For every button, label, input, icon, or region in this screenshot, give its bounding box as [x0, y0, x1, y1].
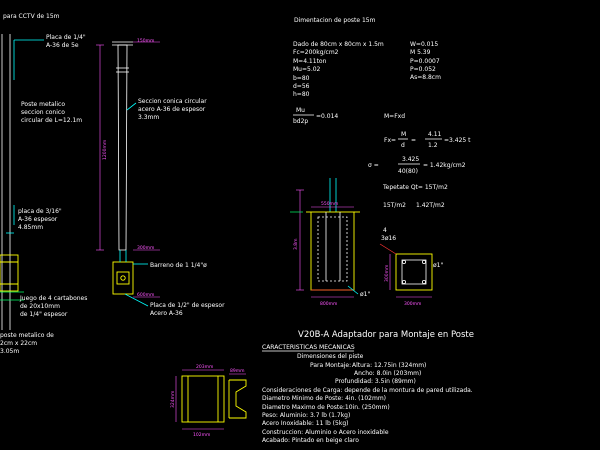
dim-adapter-pole: 102mm — [193, 432, 210, 438]
calc-l5: b=80 — [293, 75, 310, 82]
label-bar-a: ø1" — [360, 291, 370, 298]
dim-plan-height: 300mm — [384, 265, 390, 282]
calc-soil-cmp-b: 1.42T/m2 — [416, 202, 445, 209]
adapter-line7: Acabado: Pintado en beige claro — [262, 437, 359, 444]
label-base-1: poste metalico de — [0, 332, 54, 339]
label-pole-metal: Poste metalico — [21, 101, 65, 108]
dim-section-bottom: 800mm — [320, 301, 337, 307]
adapter-mount-label: Para Montaje: — [310, 362, 351, 369]
calc-l7: h=80 — [293, 91, 310, 98]
center-pole — [96, 41, 160, 298]
adapter-line6: Construccion: Aluminio o Acero inoxidabl… — [262, 429, 389, 436]
dim-adapter-width: 203mm — [196, 364, 213, 370]
calc-soil-cmp-a: 15T/m2 — [383, 202, 406, 209]
calc-soil: Tepetate Qt= 15T/m2 — [382, 184, 448, 191]
title-top-right: Dimentacion de poste 15m — [294, 17, 376, 24]
label-bars-spec: 3ø16 — [381, 235, 396, 242]
calc-fx-den: 1.2 — [428, 142, 438, 149]
calc-r3: P=0.0007 — [410, 58, 440, 65]
label-gusset-2: de 20x10mm — [20, 303, 60, 310]
left-pole — [0, 34, 24, 330]
calc-r2: M 5.39 — [410, 49, 431, 56]
label-plate-316: placa de 3/16" — [18, 208, 62, 215]
label-pole-section: seccion conico — [21, 109, 65, 116]
calc-mu-num: Mu — [296, 107, 305, 114]
dim-plan-width: 300mm — [404, 301, 421, 307]
label-base-3: 3.05m — [0, 348, 19, 355]
calc-fx-lhs: Fx= — [384, 137, 396, 144]
adapter-ancho: Ancho: 8.0in (203mm) — [354, 370, 421, 377]
label-gusset-1: Juego de 4 cartabones — [19, 295, 87, 302]
calc-fx-eq: = — [411, 137, 416, 144]
adapter-line1: Consideraciones de Carga: depende de la … — [262, 387, 473, 394]
adapter-prof: Profundidad: 3.5in (89mm) — [335, 378, 416, 385]
calc-l1: Dado de 80cm x 80cm x 1.5m — [293, 41, 384, 48]
dim-adapter-depth: 89mm — [230, 368, 245, 374]
label-bars-qty: 4 — [383, 227, 387, 234]
dim-150mm: 150mm — [137, 38, 154, 44]
title-top-left: para CCTV de 15m — [3, 13, 60, 20]
dim-pole-height: 1200mm — [102, 140, 108, 160]
adapter-title: V20B-A Adaptador para Montaje en Poste — [298, 330, 474, 340]
label-plate-top: Placa de 1/4" — [46, 34, 86, 41]
label-bar-b: ø1" — [433, 262, 443, 269]
label-conic-3: 3.3mm — [138, 114, 159, 121]
calc-sigma-den: 40(80) — [398, 168, 418, 175]
calc-sigma-num: 3.425 — [402, 156, 419, 163]
dim-adapter-height: 324mm — [170, 391, 176, 408]
adapter-line3: Diametro Maximo de Poste:10in. (250mm) — [262, 404, 390, 411]
label-plate-316-thk: 4.85mm — [18, 224, 43, 231]
calc-sigma-res: = 1.42kg/cm2 — [423, 162, 466, 169]
dim-300mm: 300mm — [137, 245, 154, 251]
calc-l4: Mu=5.02 — [293, 66, 321, 73]
label-plate-half-1: Placa de 1/2" de espesor — [150, 302, 225, 309]
calc-fx-frac-den: d — [401, 142, 405, 149]
label-plate-316-spec: A-36 espesor — [18, 216, 58, 223]
adapter-sub: Dimensiones del piste — [297, 353, 364, 360]
dim-section-height: 3.8m — [293, 238, 299, 250]
calc-fx-frac-num: M — [401, 131, 406, 138]
dim-600mm: 600mm — [137, 292, 154, 298]
calc-mu-res: =0.014 — [316, 113, 338, 120]
label-pole-length: circular de L=12.1m — [21, 117, 82, 124]
adapter-heading: CARACTERISTICAS MECANICAS — [262, 344, 355, 351]
label-gusset-3: de 1/4" espesor — [20, 311, 68, 318]
label-plate-top-spec: A-36 de 5e — [46, 42, 79, 49]
calc-r1: W=0.015 — [410, 41, 438, 48]
calc-fx-res: =3.425 t — [444, 137, 471, 144]
label-plate-half-2: Acero A-36 — [150, 310, 183, 317]
adapter-line5: Acero Inoxidable: 11 lb (5kg) — [262, 420, 348, 427]
calc-mfxd: M=Fxd — [384, 113, 405, 120]
dim-section-top: 550mm — [321, 201, 338, 207]
foundation-section — [290, 178, 360, 298]
adapter-drawing — [175, 369, 247, 430]
calc-l6: d=56 — [293, 83, 310, 90]
adapter-alto: Altura: 12.75in (324mm) — [352, 362, 426, 369]
calc-fx-num: 4.11 — [428, 131, 442, 138]
label-bolt: Barreno de 1 1/4"ø — [150, 262, 207, 269]
calc-r4: P=0.052 — [410, 66, 436, 73]
calc-l2: Fc=200kg/cm2 — [293, 49, 339, 56]
label-conic-2: acero A-36 de espesor — [138, 106, 206, 113]
label-base-2: 2cm x 22cm — [0, 340, 37, 347]
calc-l3: M=4.11ton — [293, 58, 327, 65]
calc-r5: As=8.8cm — [410, 74, 441, 81]
adapter-line2: Diametro Minimo de Poste: 4in. (102mm) — [262, 395, 386, 402]
label-conic-1: Seccion conica circular — [138, 98, 207, 105]
calc-mu-den: bd2p — [293, 118, 308, 125]
adapter-line4: Peso: Aluminio: 3.7 lb (1.7kg) — [262, 412, 350, 419]
foundation-plan — [379, 243, 433, 298]
calc-sigma-lhs: σ = — [368, 162, 379, 169]
